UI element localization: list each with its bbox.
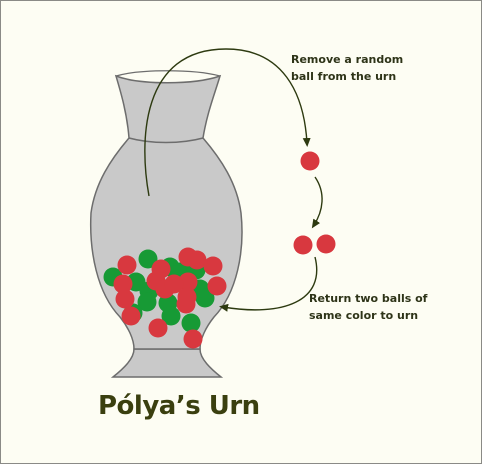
- return-step-label: Return two balls of same color to urn: [309, 290, 427, 324]
- removed-ball: [301, 152, 320, 171]
- remove-step-label: Remove a random ball from the urn: [291, 51, 403, 85]
- red-ball: [114, 275, 133, 294]
- arrow-duplicate: [314, 177, 322, 225]
- red-ball: [118, 256, 137, 275]
- red-ball: [204, 257, 223, 276]
- returned-ball: [294, 236, 313, 255]
- remove-label-line: Remove a random: [291, 51, 403, 68]
- returned-ball: [317, 235, 336, 254]
- return-label-line: same color to urn: [309, 307, 427, 324]
- urn-base: [113, 349, 221, 377]
- green-ball: [182, 314, 201, 333]
- red-ball: [149, 319, 168, 338]
- diagram-title: Pólya’s Urn: [98, 391, 260, 421]
- red-ball: [122, 307, 141, 326]
- red-ball: [165, 275, 184, 294]
- red-ball: [184, 330, 203, 349]
- remove-label-line: ball from the urn: [291, 68, 403, 85]
- red-ball: [208, 277, 227, 296]
- urn-balls: [104, 248, 227, 349]
- return-label-line: Return two balls of: [309, 290, 427, 307]
